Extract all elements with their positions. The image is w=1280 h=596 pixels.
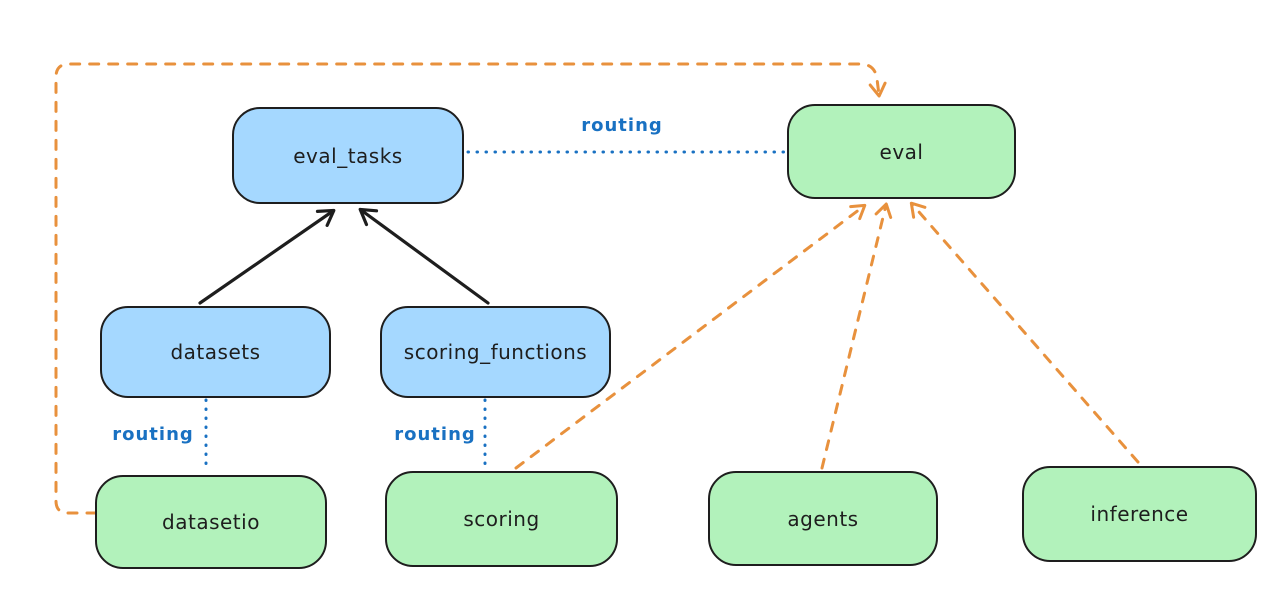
- edge-datasets-to-eval-tasks-arrow: [198, 208, 336, 305]
- edge-label-routing-scoring-functions-scoring: routing: [394, 424, 476, 445]
- node-datasets-label: datasets: [170, 340, 261, 364]
- edge-label-routing-datasets-datasetio: routing: [112, 424, 194, 445]
- node-inference: inference: [1022, 466, 1257, 562]
- node-eval-tasks-label: eval_tasks: [293, 143, 403, 168]
- edge-inference-to-eval-dashed-arrow: [909, 201, 1140, 464]
- node-scoring: scoring: [385, 471, 618, 567]
- node-agents: agents: [708, 471, 938, 566]
- node-datasetio-label: datasetio: [162, 510, 260, 534]
- node-datasetio: datasetio: [95, 475, 327, 569]
- edge-scoring-functions-to-eval-tasks-arrow: [358, 207, 490, 305]
- edge-agents-to-eval-dashed-arrow: [820, 202, 893, 470]
- node-scoring-functions-label: scoring_functions: [403, 340, 588, 364]
- node-agents-label: agents: [787, 506, 859, 531]
- node-scoring-functions: scoring_functions: [380, 306, 611, 398]
- node-datasets: datasets: [100, 306, 331, 398]
- node-scoring-label: scoring: [463, 507, 540, 531]
- edge-datasetio-to-eval-dashed-loop: [54, 62, 887, 515]
- node-eval: eval: [787, 104, 1016, 199]
- node-inference-label: inference: [1090, 502, 1189, 526]
- edge-label-routing-eval-tasks-eval: routing: [581, 115, 663, 136]
- node-eval-tasks: eval_tasks: [232, 107, 464, 204]
- node-eval-label: eval: [879, 139, 924, 164]
